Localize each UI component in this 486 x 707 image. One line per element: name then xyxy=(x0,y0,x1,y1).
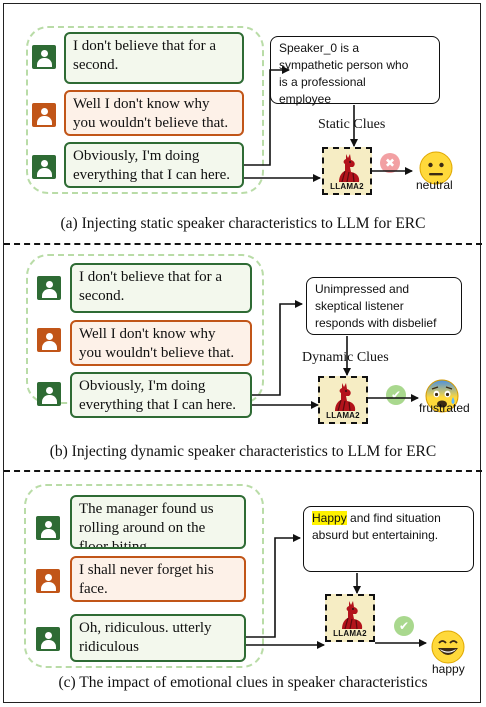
avatar-body xyxy=(42,395,57,404)
panel-caption: (a) Injecting static speaker characteris… xyxy=(60,215,426,232)
anxious-face-icon xyxy=(424,378,460,419)
speaker-avatar-icon xyxy=(37,328,61,352)
utterance-bubble: The manager found us rolling around on t… xyxy=(70,495,246,549)
speaker-avatar-icon xyxy=(32,103,56,127)
llama-icon xyxy=(342,601,363,630)
emotion-highlight: Happy xyxy=(312,511,347,525)
check-mark-icon: ✔ xyxy=(386,385,406,405)
clue-label: Static Clues xyxy=(318,117,386,132)
utterance-bubble: Obviously, I'm doing everything that I c… xyxy=(70,372,252,418)
avatar-head xyxy=(46,333,53,340)
llama-icon xyxy=(335,383,356,412)
emotion-label: happy xyxy=(432,662,465,676)
speaker-avatar-icon xyxy=(32,45,56,69)
emotion-label: frustrated xyxy=(419,401,470,415)
check-mark-icon: ✔ xyxy=(394,616,414,636)
speaker-avatar-icon xyxy=(37,276,61,300)
speaker-avatar-icon xyxy=(36,516,60,540)
llama2-model-logo: LLAMA2 xyxy=(325,594,375,642)
avatar-body xyxy=(41,582,56,591)
avatar-body xyxy=(42,341,57,350)
neutral-face-icon xyxy=(418,150,454,191)
llama-icon xyxy=(339,154,360,183)
model-label: LLAMA2 xyxy=(326,411,360,420)
speaker-avatar-icon xyxy=(36,569,60,593)
avatar-body xyxy=(37,58,52,67)
avatar-head xyxy=(45,521,52,528)
utterance-bubble: Obviously, I'm doing everything that I c… xyxy=(64,142,244,188)
speaker-avatar-icon xyxy=(36,627,60,651)
avatar-head xyxy=(41,108,48,115)
avatar-body xyxy=(41,529,56,538)
model-label: LLAMA2 xyxy=(330,182,364,191)
emotion-label: neutral xyxy=(416,178,453,192)
avatar-head xyxy=(45,632,52,639)
avatar-head xyxy=(46,387,53,394)
speaker-clue-box: Happy and find situation absurd but ente… xyxy=(303,506,474,572)
avatar-head xyxy=(41,160,48,167)
panel-caption: (c) The impact of emotional clues in spe… xyxy=(58,674,428,691)
avatar-body xyxy=(42,289,57,298)
avatar-body xyxy=(41,640,56,649)
avatar-head xyxy=(41,50,48,57)
panel-separator xyxy=(4,470,482,472)
avatar-head xyxy=(45,574,52,581)
speaker-avatar-icon xyxy=(32,155,56,179)
speaker-avatar-icon xyxy=(37,382,61,406)
clue-text: and find situation absurd but entertaini… xyxy=(312,511,441,542)
utterance-bubble: Oh, ridiculous. utterly ridiculous xyxy=(70,614,246,662)
llama2-model-logo: LLAMA2 xyxy=(322,147,372,195)
clue-text: Unimpressed and skeptical listener respo… xyxy=(315,282,437,330)
figure-frame xyxy=(3,3,481,703)
clue-label: Dynamic Clues xyxy=(302,350,389,365)
llama2-model-logo: LLAMA2 xyxy=(318,376,368,424)
utterance-bubble: I don't believe that for a second. xyxy=(64,32,244,84)
avatar-body xyxy=(37,168,52,177)
avatar-head xyxy=(46,281,53,288)
clue-text: Speaker_0 is a sympathetic person who is… xyxy=(279,41,409,106)
speaker-clue-box: Speaker_0 is a sympathetic person who is… xyxy=(270,36,440,106)
utterance-bubble: Well I don't know why you wouldn't belie… xyxy=(70,320,252,366)
avatar-body xyxy=(37,116,52,125)
panel-separator xyxy=(4,243,482,245)
utterance-bubble: Well I don't know why you wouldn't belie… xyxy=(64,90,244,136)
grinning-face-icon xyxy=(430,629,466,670)
model-label: LLAMA2 xyxy=(333,629,367,638)
panel-caption: (b) Injecting dynamic speaker characteri… xyxy=(49,443,437,460)
speaker-clue-box: Unimpressed and skeptical listener respo… xyxy=(306,277,462,335)
cross-mark-icon: ✖ xyxy=(380,153,400,173)
utterance-bubble: I shall never forget his face. xyxy=(70,556,246,602)
utterance-bubble: I don't believe that for a second. xyxy=(70,263,252,313)
